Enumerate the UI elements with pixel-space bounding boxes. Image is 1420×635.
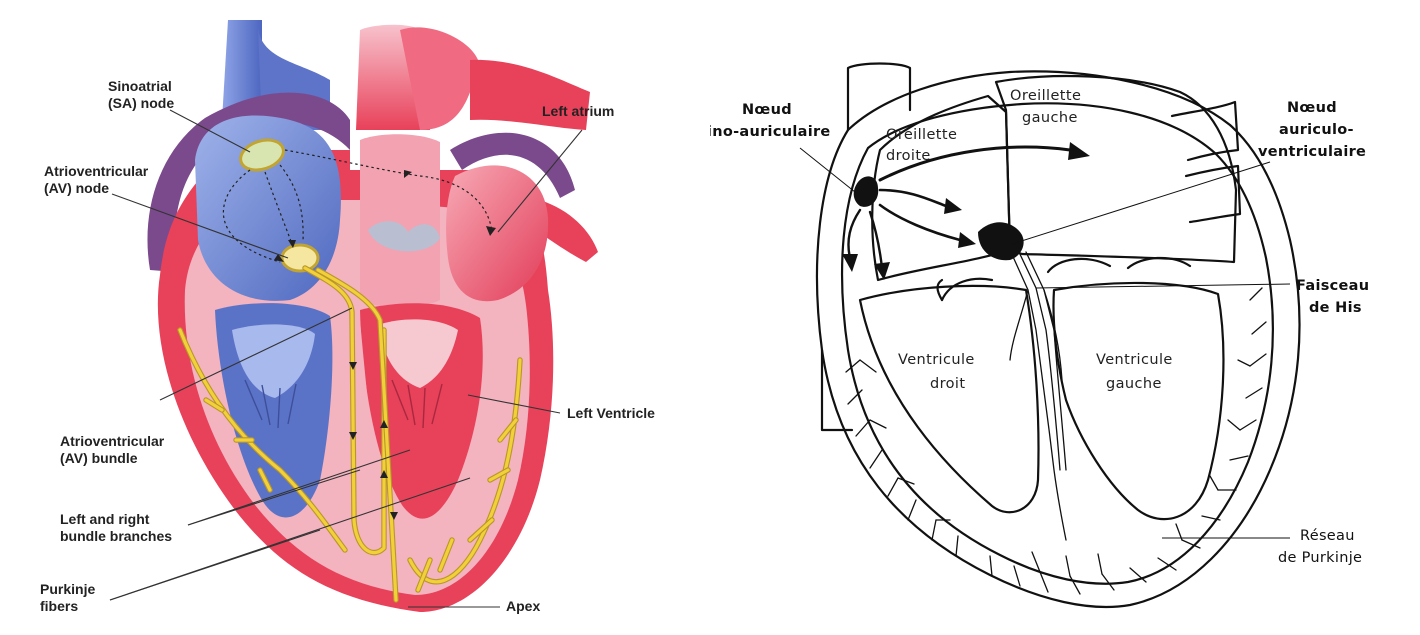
line-left-atrium (994, 74, 1238, 264)
impulse-paths (222, 149, 493, 263)
label-av-node-line2: (AV) node (44, 180, 109, 196)
av-node (280, 243, 320, 273)
aortic-arch (400, 27, 478, 131)
line-sa-node (853, 176, 879, 207)
aortic-valve (368, 221, 440, 252)
label-noeud-av-line3: ventriculaire (1258, 144, 1366, 160)
label-av-bundle-line2: (AV) bundle (60, 450, 138, 466)
sa-node (239, 138, 285, 172)
chordae-right (244, 379, 297, 429)
label-sa-node-line1: Sinoatrial (108, 78, 172, 94)
line-av-node (978, 222, 1024, 261)
line-tricuspid-arc (940, 277, 994, 302)
right-heart-diagram: Nœud sino-auriculaire Nœud auriculo- ven… (710, 62, 1369, 609)
label-reseau-purkinje-line1: Réseau (1300, 528, 1355, 544)
line-his-bundle-1 (1009, 249, 1067, 541)
bundle-arrowheads (349, 362, 398, 520)
label-apex: Apex (506, 598, 540, 614)
line-vessels (820, 62, 1242, 432)
label-oreillette-droite-line2: droite (886, 148, 931, 164)
line-heart-inner (840, 102, 1274, 585)
interventricular-septum (335, 300, 392, 545)
label-bundle-branches-line1: Left and right (60, 511, 150, 527)
atrium-wall-purple (147, 92, 350, 272)
label-oreillette-gauche-line1: Oreillette (1010, 88, 1081, 104)
label-oreillette-gauche-line2: gauche (1022, 110, 1078, 126)
left-leader-lines (109, 109, 583, 608)
label-ventricule-droit-line1: Ventricule (898, 352, 975, 368)
left-atrium-wall-purple (450, 132, 575, 198)
label-noeud-av-line2: auriculo- (1279, 122, 1354, 138)
label-noeud-av-line1: Nœud (1287, 100, 1337, 116)
label-faisceau-his-line2: de His (1309, 300, 1362, 316)
label-reseau-purkinje-line2: de Purkinje (1278, 550, 1362, 566)
left-heart-diagram: Sinoatrial (SA) node Atrioventricular (A… (40, 20, 655, 614)
label-faisceau-his-line1: Faisceau (1296, 278, 1369, 294)
label-noeud-sa-line1: Nœud (742, 102, 792, 118)
superior-vena-cava (222, 20, 262, 120)
label-oreillette-droite-line1: Oreillette (886, 127, 957, 143)
label-purkinje-line1: Purkinje (40, 581, 95, 597)
line-right-ventricle (858, 284, 1040, 514)
line-impulse-arrows (842, 142, 1090, 280)
label-av-node-line1: Atrioventricular (44, 163, 149, 179)
label-purkinje-line2: fibers (40, 598, 78, 614)
mitral-region (378, 319, 458, 388)
line-mitral-arc-1 (1046, 257, 1112, 274)
line-purkinje-network (845, 287, 1267, 595)
line-left-ventricle (1052, 281, 1225, 521)
line-mitral-arc-2 (1126, 256, 1192, 270)
label-ventricule-gauche-line2: gauche (1106, 376, 1162, 392)
pulmonary-vein-upper (470, 59, 590, 131)
tricuspid-region (232, 324, 315, 398)
right-leader-lines (799, 147, 1291, 539)
label-av-bundle-line1: Atrioventricular (60, 433, 165, 449)
label-left-ventricle: Left Ventricle (567, 405, 655, 421)
left-atrium (446, 165, 549, 302)
label-noeud-sa-line2: sino-auriculaire (710, 124, 831, 140)
label-left-atrium: Left atrium (542, 103, 614, 119)
label-bundle-branches-line2: bundle branches (60, 528, 172, 544)
chordae-left (391, 379, 443, 429)
label-sa-node-line2: (SA) node (108, 95, 174, 111)
aortic-outflow (360, 134, 440, 308)
impulse-arrowheads (274, 170, 496, 262)
label-ventricule-droit-line2: droit (930, 376, 965, 392)
label-ventricule-gauche-line1: Ventricule (1096, 352, 1173, 368)
